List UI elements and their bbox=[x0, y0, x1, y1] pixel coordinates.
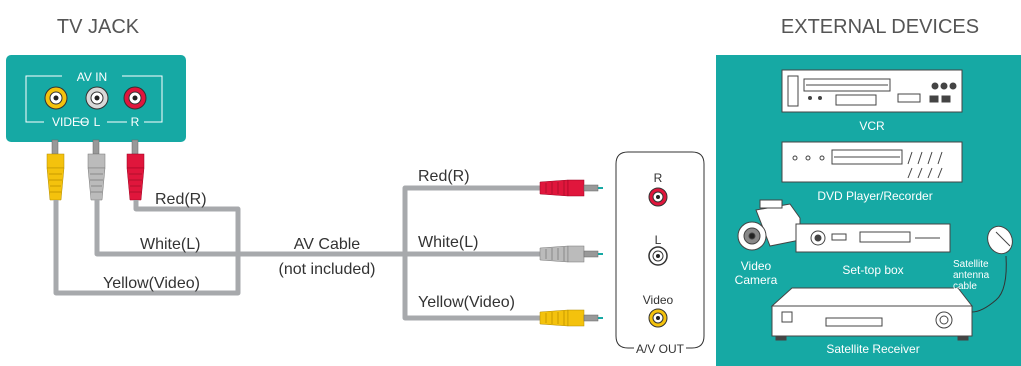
dvd-player-icon bbox=[781, 141, 963, 183]
av-in-label: AV IN bbox=[77, 70, 107, 84]
r-jack bbox=[123, 86, 147, 110]
out-l-jack bbox=[648, 246, 668, 266]
white-plug-device bbox=[539, 245, 603, 263]
yellow-plug-device bbox=[539, 309, 603, 327]
satellite-dish-icon bbox=[971, 225, 1013, 313]
r-jack-label: R bbox=[131, 115, 140, 129]
av-out-panel: A/V OUT R L Video bbox=[615, 151, 705, 356]
dvd-label: DVD Player/Recorder bbox=[817, 189, 932, 203]
out-l-label: L bbox=[655, 233, 662, 247]
tv-jack-heading: TV JACK bbox=[57, 16, 140, 38]
set-top-box-icon bbox=[795, 223, 951, 253]
out-video-label: Video bbox=[643, 293, 674, 307]
white-plug-tv bbox=[87, 139, 106, 201]
right-white-label: White(L) bbox=[418, 234, 478, 251]
antenna-label-line2: antenna bbox=[953, 270, 990, 281]
left-yellow-label: Yellow(Video) bbox=[103, 275, 200, 292]
l-jack-label: L bbox=[94, 115, 101, 129]
satellite-receiver-icon bbox=[770, 287, 974, 341]
not-included-note: (not included) bbox=[279, 261, 376, 278]
video-jack bbox=[44, 86, 68, 110]
left-red-label: Red(R) bbox=[155, 191, 207, 208]
l-jack bbox=[85, 86, 109, 110]
vcr-icon bbox=[781, 69, 963, 113]
vcr-label: VCR bbox=[859, 119, 885, 133]
antenna-label-line1: Satellite bbox=[953, 259, 989, 270]
camera-label-line2: Camera bbox=[735, 273, 778, 287]
av-out-label: A/V OUT bbox=[636, 342, 685, 356]
external-devices-heading: EXTERNAL DEVICES bbox=[781, 16, 979, 38]
av-cable bbox=[53, 185, 540, 321]
out-r-jack bbox=[648, 187, 668, 207]
right-red-label: Red(R) bbox=[418, 168, 470, 185]
out-r-label: R bbox=[654, 171, 663, 185]
left-white-label: White(L) bbox=[140, 236, 200, 253]
yellow-plug-tv bbox=[46, 139, 65, 201]
out-video-jack bbox=[648, 308, 668, 328]
satellite-receiver-label: Satellite Receiver bbox=[826, 342, 919, 356]
red-plug-tv bbox=[126, 139, 145, 201]
external-devices-panel: VCR DVD Player/Recorder Video Camera bbox=[716, 55, 1021, 366]
camera-label-line1: Video bbox=[741, 259, 772, 273]
av-cable-title: AV Cable bbox=[294, 236, 361, 253]
video-jack-label: VIDEO bbox=[52, 115, 89, 129]
tv-jack-panel: AV IN VIDEO L R bbox=[6, 55, 186, 142]
right-yellow-label: Yellow(Video) bbox=[418, 294, 515, 311]
video-camera-icon bbox=[737, 199, 801, 251]
red-plug-device bbox=[539, 179, 603, 197]
set-top-box-label: Set-top box bbox=[842, 263, 903, 277]
antenna-label-line3: cable bbox=[953, 281, 977, 292]
